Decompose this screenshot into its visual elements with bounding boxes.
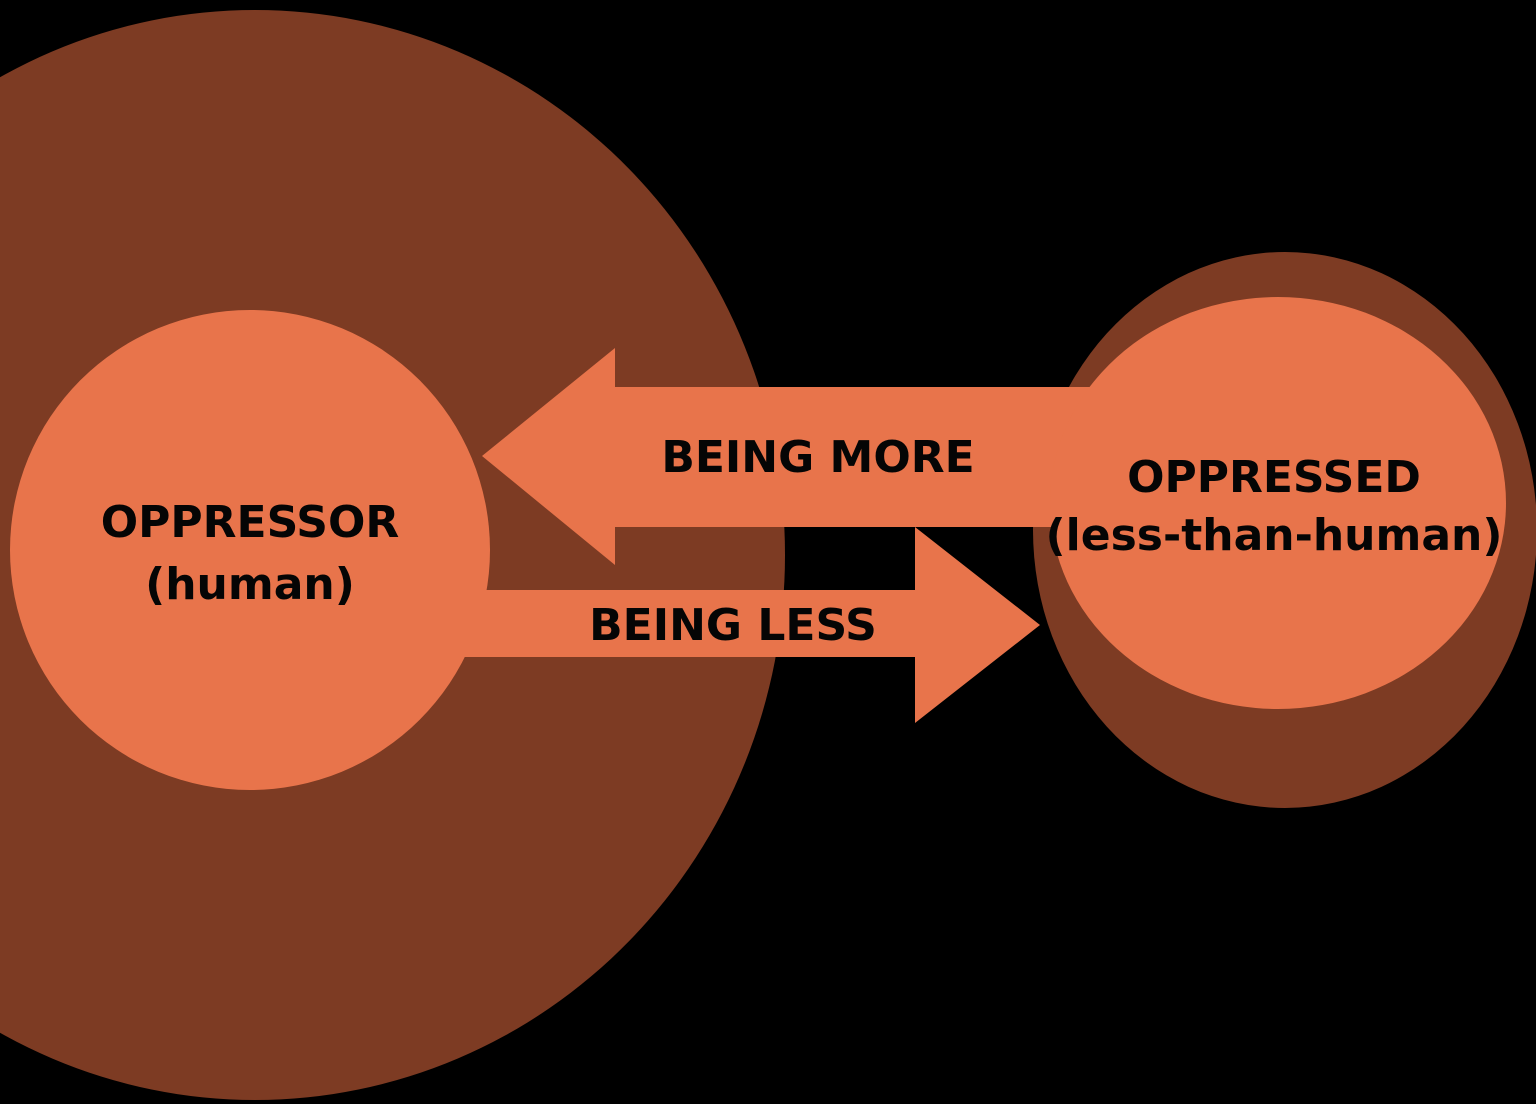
oppressor-circle [10,310,490,790]
being-less-label: BEING LESS [589,600,877,651]
oppressor-subtitle: (human) [145,559,355,610]
oppressed-subtitle: (less-than-human) [1046,510,1503,561]
being-less-arrow-right-icon [400,527,1040,723]
being-more-label: BEING MORE [661,432,974,483]
oppressed-title: OPPRESSED [1127,452,1421,503]
oppressor-title: OPPRESSOR [101,497,400,548]
oppressed-circle [1050,297,1506,709]
